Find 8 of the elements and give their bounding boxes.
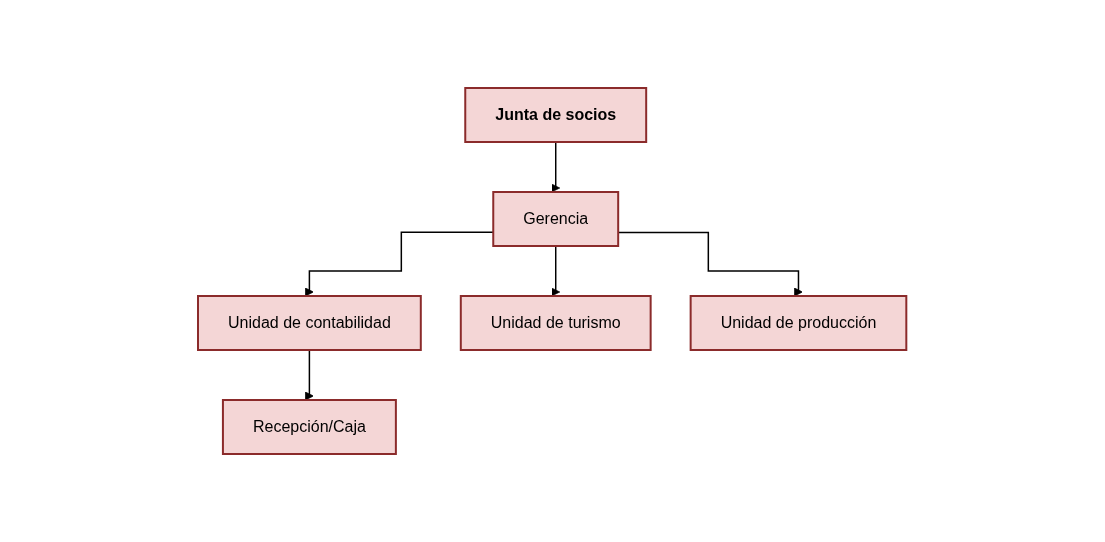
node-box: Junta de socios xyxy=(464,87,648,143)
node-box: Unidad de turismo xyxy=(460,295,652,351)
node-box: Recepción/Caja xyxy=(222,399,398,455)
node-box: Unidad de contabilidad xyxy=(197,295,423,351)
node-box: Unidad de producción xyxy=(690,295,908,351)
arrow xyxy=(551,245,561,297)
arrow xyxy=(551,141,561,193)
node-box: Gerencia xyxy=(492,191,620,247)
